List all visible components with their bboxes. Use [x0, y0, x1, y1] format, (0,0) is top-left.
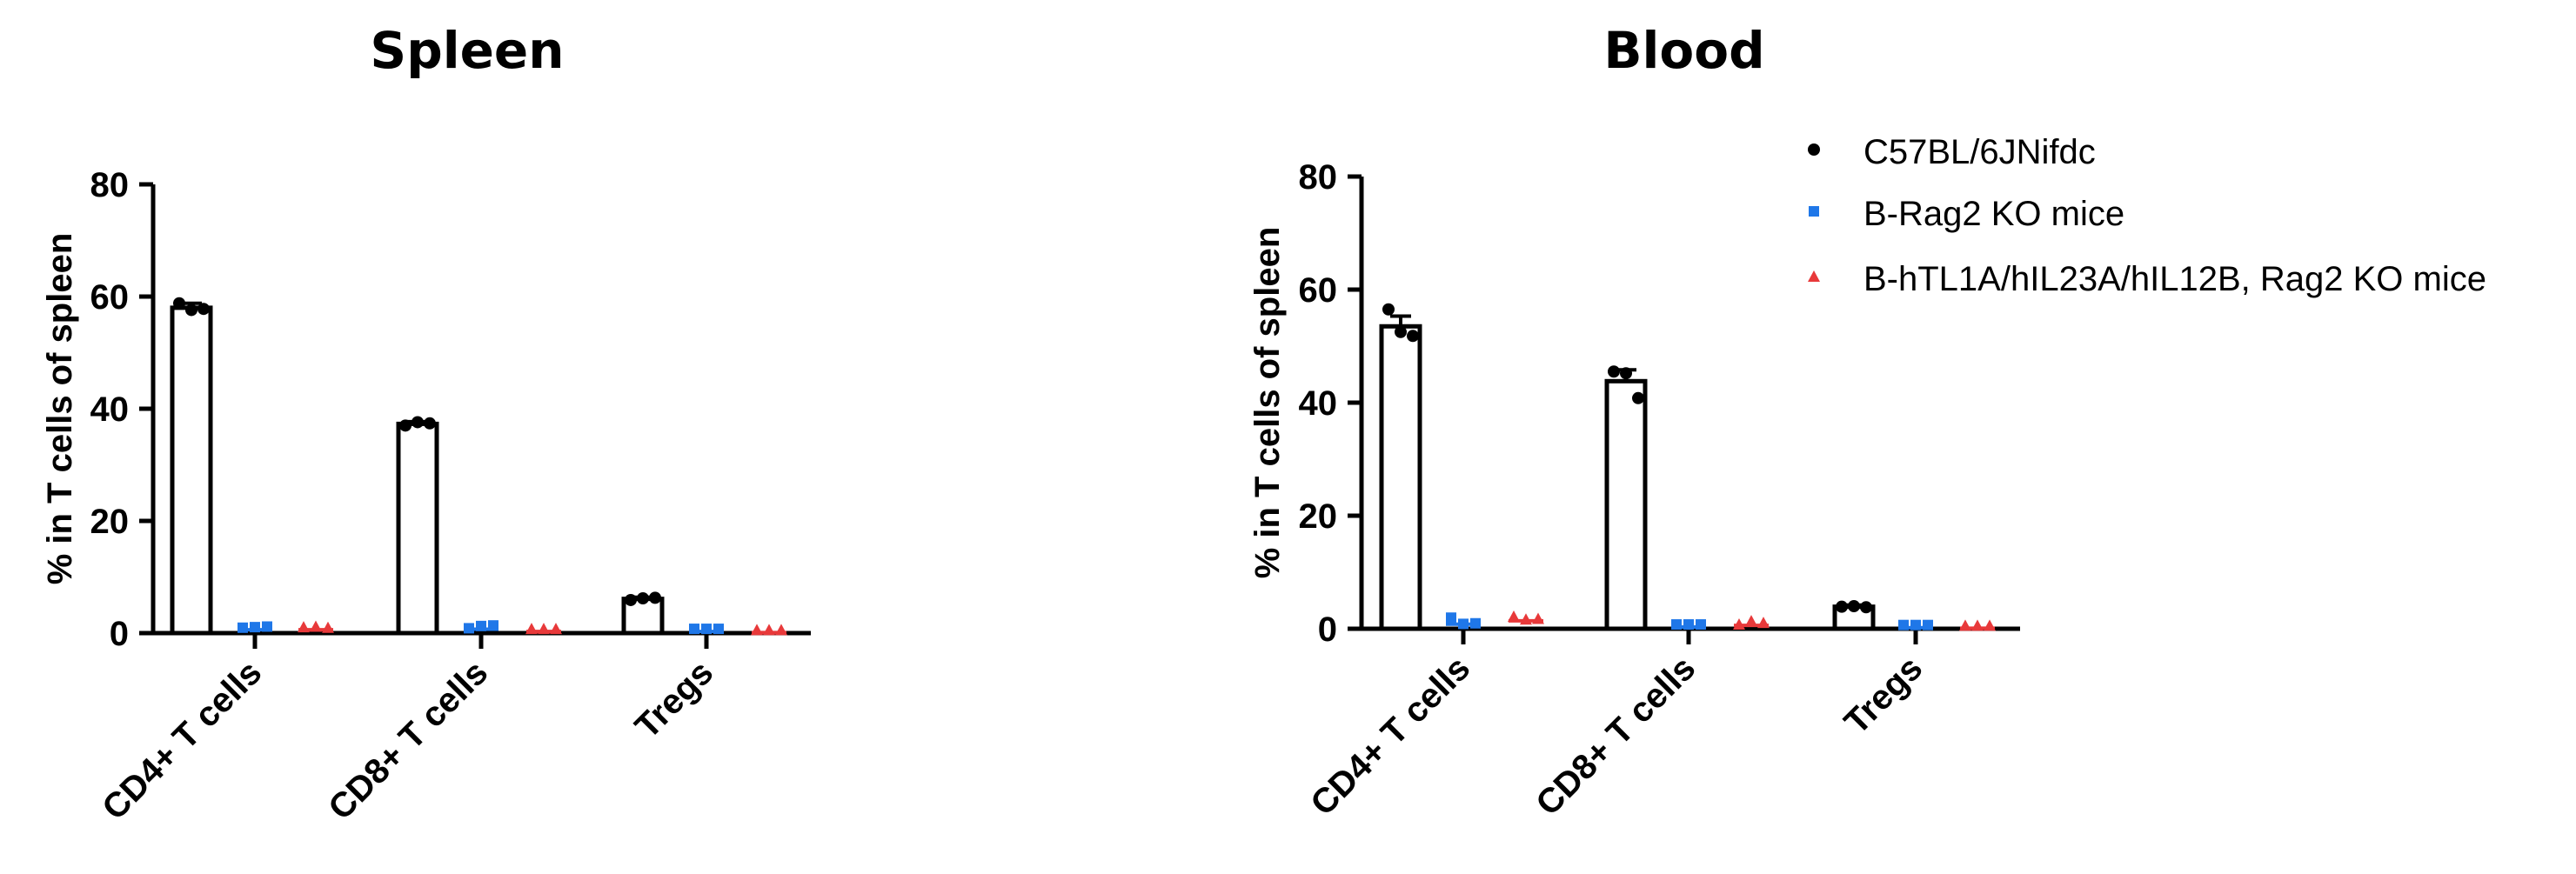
data-point — [689, 624, 699, 635]
legend-label: B-Rag2 KO mice — [1863, 195, 2124, 233]
legend-marker — [1808, 270, 1820, 282]
data-point — [1446, 612, 1456, 624]
legend-item: C57BL/6JNifdc — [1808, 133, 2096, 171]
data-point — [185, 304, 197, 317]
x-tick-label: CD8+ T cells — [321, 653, 495, 827]
bar — [1604, 378, 1648, 631]
data-point — [238, 622, 248, 633]
data-point — [262, 621, 272, 632]
legend-item: B-Rag2 KO mice — [1809, 195, 2124, 233]
data-point — [1395, 325, 1407, 338]
y-tick-label: 20 — [90, 503, 130, 541]
chart-panels: Spleen % in T cells of spleen 0 20 40 60 80CD4… — [41, 21, 2020, 827]
data-point — [1860, 601, 1872, 614]
data-point — [775, 624, 787, 636]
data-point — [322, 621, 334, 633]
data-point — [550, 623, 562, 635]
chart-title: Blood — [1603, 21, 1764, 80]
series-2 — [238, 620, 724, 635]
data-point — [1508, 610, 1520, 622]
data-point — [1608, 365, 1620, 378]
data-point — [411, 416, 424, 429]
bar — [396, 421, 439, 636]
data-point — [1458, 618, 1469, 630]
series-2 — [1446, 612, 1933, 630]
bar — [1379, 324, 1422, 631]
data-point — [1696, 619, 1706, 630]
data-point — [1836, 600, 1848, 613]
data-point — [464, 623, 474, 634]
y-tick-label: 40 — [1299, 384, 1338, 423]
data-point — [1382, 303, 1395, 316]
data-point — [173, 297, 185, 310]
data-point — [763, 624, 775, 636]
legend-label: B-hTL1A/hIL23A/hIL12B, Rag2 KO mice — [1863, 260, 2486, 298]
x-tick-label: CD4+ T cells — [1303, 649, 1477, 823]
data-point — [649, 591, 661, 604]
y-tick-label: 80 — [90, 166, 130, 204]
data-point — [399, 419, 411, 432]
data-point — [197, 303, 210, 316]
y-tick-label: 60 — [1299, 271, 1338, 310]
y-axis-label: % in T cells of spleen — [41, 233, 79, 585]
data-point — [525, 623, 538, 635]
y-tick-label: 0 — [1318, 610, 1337, 649]
x-tick-label: Tregs — [628, 653, 721, 746]
data-point — [298, 621, 310, 633]
data-point — [1910, 619, 1921, 630]
data-point — [310, 620, 322, 632]
data-point — [1470, 617, 1481, 629]
data-point — [1923, 619, 1933, 630]
data-point — [751, 624, 763, 636]
series-1 — [170, 297, 665, 636]
data-point — [1532, 612, 1544, 624]
series-3 — [298, 620, 787, 636]
bar — [170, 305, 213, 636]
data-point — [250, 622, 260, 633]
data-point — [1520, 613, 1532, 625]
bar — [621, 597, 665, 636]
legend-marker — [1808, 143, 1820, 156]
data-point — [701, 624, 712, 635]
data-point — [1898, 619, 1909, 630]
data-point — [1848, 600, 1860, 612]
x-tick-label: Tregs — [1837, 649, 1930, 742]
data-point — [1984, 619, 1996, 631]
data-point — [1683, 619, 1694, 630]
data-point — [1959, 619, 1971, 631]
data-point — [476, 620, 486, 631]
data-point — [1733, 618, 1745, 630]
series-1 — [1379, 303, 1876, 631]
data-point — [1620, 367, 1632, 380]
data-point — [488, 620, 498, 631]
data-point — [637, 592, 649, 605]
data-point — [1671, 619, 1682, 630]
data-point — [1971, 619, 1984, 631]
legend-label: C57BL/6JNifdc — [1863, 133, 2096, 171]
chart-panel-spleen: Spleen % in T cells of spleen 0 20 40 60 80CD4… — [41, 21, 811, 827]
y-tick-label: 60 — [90, 278, 130, 317]
y-tick-label: 0 — [110, 615, 129, 653]
data-point — [538, 623, 550, 635]
data-point — [713, 624, 724, 635]
data-point — [1407, 330, 1419, 343]
legend-marker — [1809, 206, 1819, 217]
data-point — [1757, 617, 1770, 629]
data-point — [1632, 391, 1644, 404]
y-tick-label: 40 — [90, 390, 130, 429]
y-tick-label: 80 — [1299, 158, 1338, 197]
y-axis-label: % in T cells of spleen — [1248, 227, 1287, 579]
data-point — [424, 417, 436, 430]
chart-title: Spleen — [370, 21, 564, 80]
data-point — [1745, 615, 1757, 627]
x-tick-label: CD8+ T cells — [1529, 649, 1703, 823]
y-tick-label: 20 — [1299, 497, 1338, 536]
x-tick-label: CD4+ T cells — [95, 653, 269, 827]
series-3 — [1508, 610, 1996, 631]
data-point — [625, 593, 637, 606]
legend-item: B-hTL1A/hIL23A/hIL12B, Rag2 KO mice — [1808, 260, 2486, 298]
